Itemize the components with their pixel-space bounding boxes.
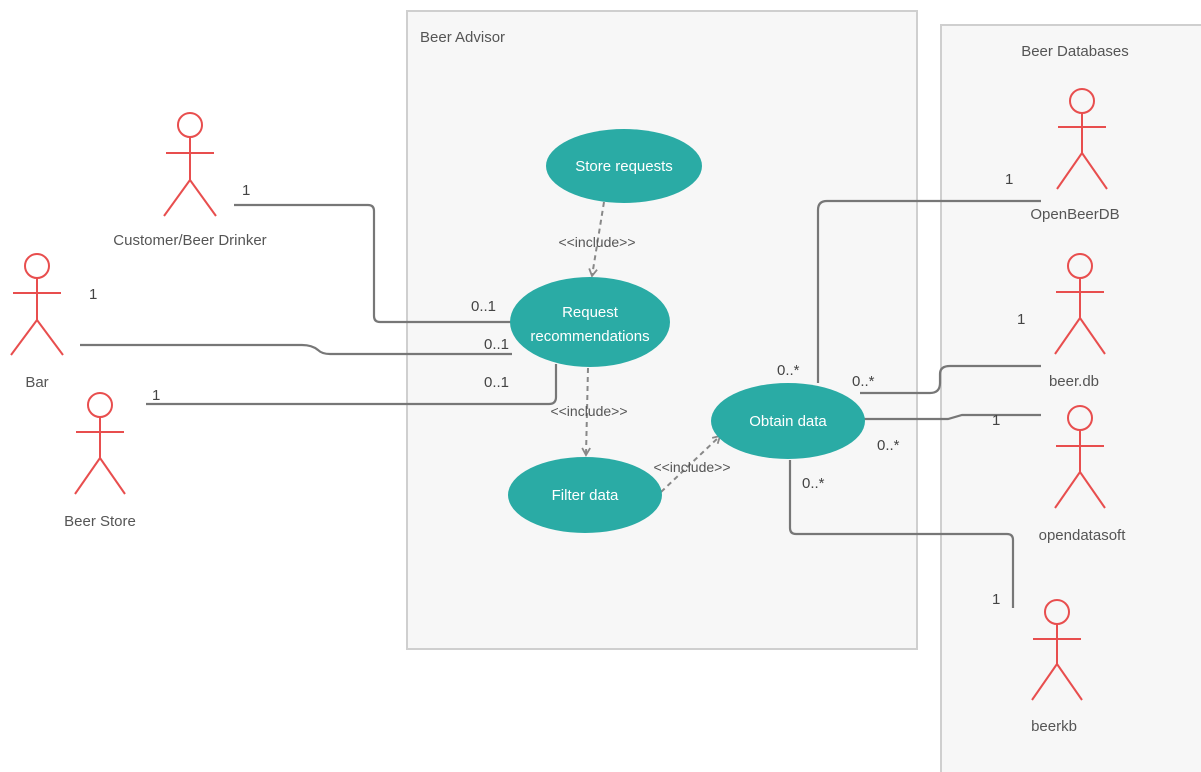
- multiplicity-opendatasoft-end: 1: [992, 412, 1000, 429]
- include-store-arrow[interactable]: [588, 201, 605, 278]
- actor-figure-icon: [1054, 405, 1106, 509]
- multiplicity-customer-uc: 0..1: [471, 298, 496, 315]
- opendatasoft-association[interactable]: [864, 413, 1041, 421]
- use-case-obtain-data-label: Obtain data: [749, 413, 827, 430]
- actor-openbeerdb-label: OpenBeerDB: [1030, 206, 1119, 223]
- actor-figure-icon: [163, 112, 217, 217]
- actor-figure-icon: [1031, 599, 1083, 701]
- include-label-store: <<include>>: [558, 234, 635, 250]
- bar-association[interactable]: [80, 343, 512, 356]
- multiplicity-store-end: 1: [152, 387, 160, 404]
- actor-figure-icon: [10, 253, 64, 356]
- use-case-obtain-data[interactable]: Obtain data: [711, 383, 865, 459]
- actor-customer-label: Customer/Beer Drinker: [113, 232, 266, 249]
- use-case-request-recommendations-label-2: recommendations: [530, 328, 649, 345]
- use-case-filter-data-label: Filter data: [552, 487, 619, 504]
- include-filter-arrow[interactable]: [581, 367, 591, 457]
- beerdb-association[interactable]: [860, 364, 1041, 395]
- multiplicity-customer-end: 1: [242, 182, 250, 199]
- use-case-request-recommendations[interactable]: Request recommendations: [510, 277, 670, 367]
- beerkb-association[interactable]: [788, 460, 1015, 608]
- actor-bar[interactable]: Bar: [10, 253, 64, 391]
- actor-figure-icon: [74, 392, 126, 495]
- include-label-filter: <<include>>: [550, 403, 627, 419]
- beer-databases-boundary[interactable]: Beer Databases: [940, 24, 1201, 772]
- actor-bar-label: Bar: [25, 374, 48, 391]
- use-case-filter-data[interactable]: Filter data: [508, 457, 662, 533]
- multiplicity-beerkb-uc: 0..*: [802, 475, 825, 492]
- multiplicity-opendatasoft-uc: 0..*: [877, 437, 900, 454]
- actor-beerdb-label: beer.db: [1049, 373, 1099, 390]
- use-case-store-requests-label: Store requests: [575, 158, 673, 175]
- multiplicity-beerdb-end: 1: [1017, 311, 1025, 328]
- multiplicity-bar-uc: 0..1: [484, 336, 509, 353]
- actor-beerkb-label: beerkb: [1031, 718, 1077, 735]
- actor-figure-icon: [1056, 88, 1108, 190]
- multiplicity-store-uc: 0..1: [484, 374, 509, 391]
- include-label-obtain: <<include>>: [653, 459, 730, 475]
- customer-association[interactable]: [234, 203, 512, 324]
- multiplicity-bar-end: 1: [89, 286, 97, 303]
- use-case-store-requests[interactable]: Store requests: [546, 129, 702, 203]
- openbeerdb-association[interactable]: [816, 199, 1041, 383]
- beer-store-association[interactable]: [146, 364, 558, 406]
- actor-figure-icon: [1054, 253, 1106, 355]
- actor-openbeerdb[interactable]: OpenBeerDB: [1030, 88, 1120, 223]
- multiplicity-openbeerdb-uc: 0..*: [777, 362, 800, 379]
- multiplicity-openbeerdb-end: 1: [1005, 171, 1013, 188]
- actor-opendatasoft-label: opendatasoft: [1039, 527, 1127, 544]
- multiplicity-beerkb-end: 1: [992, 591, 1000, 608]
- beer-advisor-title: Beer Advisor: [420, 29, 505, 46]
- actor-beerdb[interactable]: beer.db: [1049, 253, 1106, 390]
- actor-beer-store[interactable]: Beer Store: [64, 392, 136, 530]
- actor-beer-store-label: Beer Store: [64, 513, 136, 530]
- beer-databases-title: Beer Databases: [1021, 43, 1129, 60]
- use-case-request-recommendations-label-1: Request: [562, 304, 619, 321]
- actor-customer[interactable]: Customer/Beer Drinker: [113, 112, 267, 249]
- actor-opendatasoft[interactable]: opendatasoft: [1039, 405, 1127, 544]
- actor-beerkb[interactable]: beerkb: [1031, 599, 1083, 735]
- include-obtain-arrow[interactable]: [660, 434, 722, 493]
- multiplicity-beerdb-uc: 0..*: [852, 373, 875, 390]
